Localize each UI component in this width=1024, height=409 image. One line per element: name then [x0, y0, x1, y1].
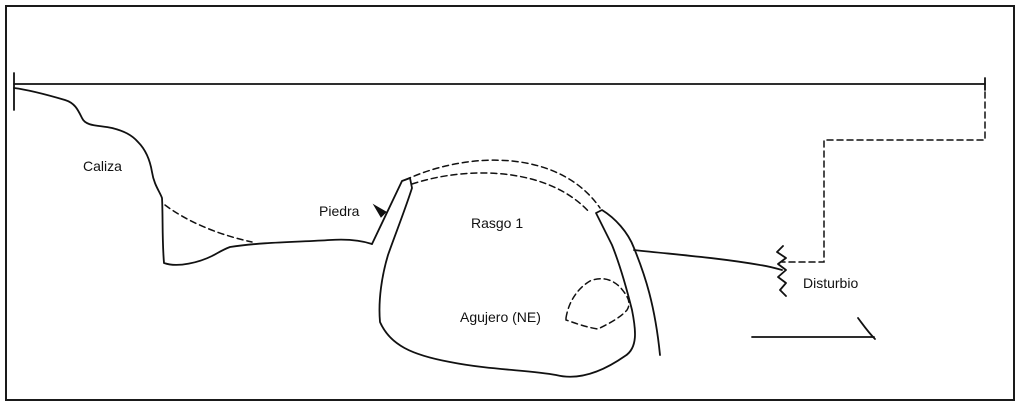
label-rasgo: Rasgo 1: [471, 215, 523, 231]
drawing-frame: [5, 5, 1015, 401]
label-piedra: Piedra: [319, 203, 360, 219]
rasgo-1-outline: [371, 159, 783, 378]
label-disturbio: Disturbio: [803, 275, 858, 291]
piedra-marker: [372, 203, 387, 218]
caliza-profile: [13, 87, 373, 266]
agujero-outline: [565, 278, 630, 330]
label-agujero: Agujero (NE): [460, 309, 541, 325]
datum-line: [13, 72, 986, 111]
disturbio-marker: [776, 245, 787, 297]
label-caliza: Caliza: [83, 158, 122, 174]
north-arrow-icon: [857, 317, 876, 340]
excavation-dashed-outline: [781, 91, 986, 263]
